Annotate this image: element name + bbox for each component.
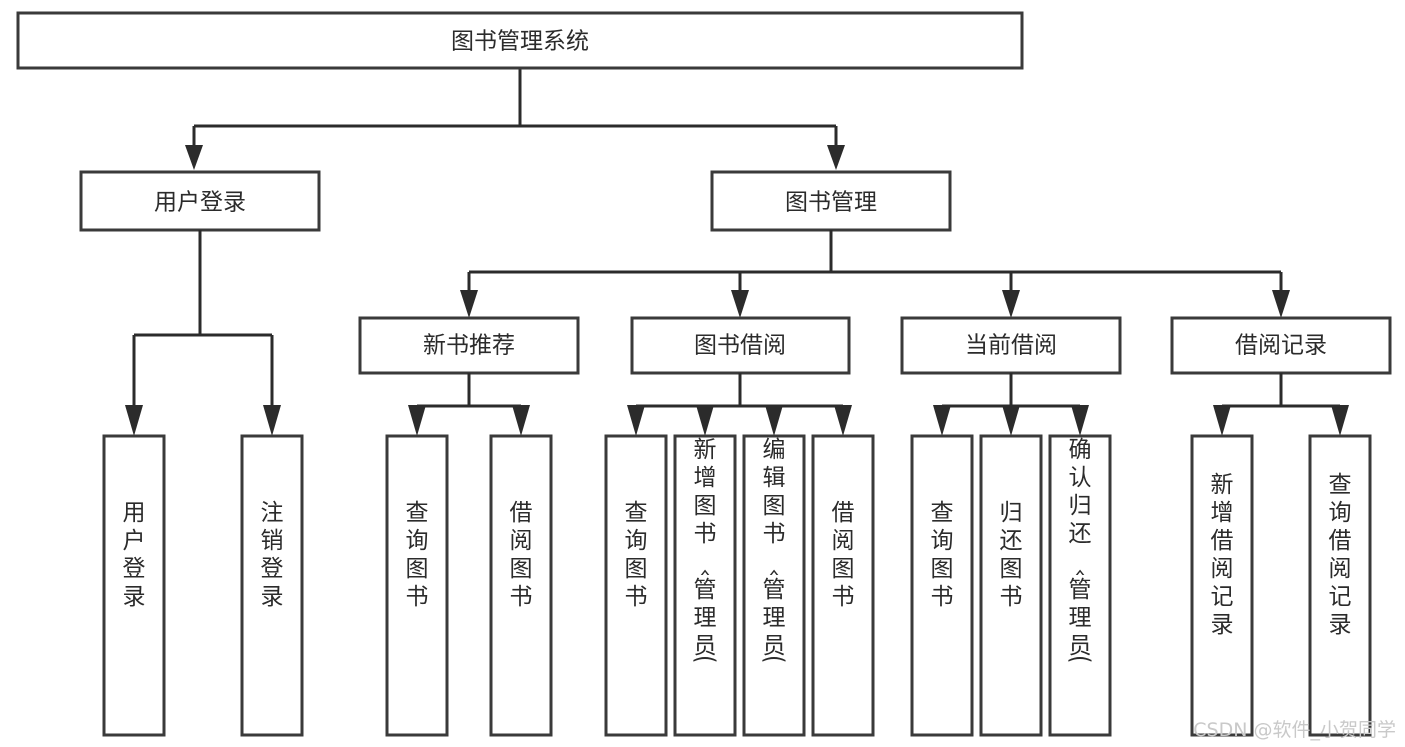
node-box bbox=[102, 434, 166, 737]
leaf-nbr-query-book[interactable]: 查询图书 bbox=[385, 434, 449, 737]
arrow-head-icon bbox=[731, 290, 749, 318]
arrow-head-icon bbox=[185, 145, 203, 170]
connectors-book-borrow-to-leaves bbox=[627, 373, 852, 436]
arrow-head-icon bbox=[1002, 405, 1020, 436]
leaf-cb-query-book[interactable]: 查询图书 bbox=[910, 434, 974, 737]
leaf-cb-return-book-label: 归还图书 bbox=[1000, 500, 1023, 610]
leaf-br-query-record-label: 查询借阅记录 bbox=[1329, 472, 1352, 638]
node-current-borrow-label: 当前借阅 bbox=[965, 333, 1057, 359]
leaf-bb-add-book-admin-label: 新增图书‸管理员⁀ bbox=[693, 437, 718, 688]
node-box bbox=[489, 434, 553, 737]
connectors-borrow-record-to-leaves bbox=[1213, 373, 1349, 436]
arrow-head-icon bbox=[263, 405, 281, 436]
node-borrow-record-label: 借阅记录 bbox=[1235, 333, 1327, 359]
node-box bbox=[604, 434, 668, 737]
arrow-head-icon bbox=[408, 405, 426, 436]
node-root-book-management-system[interactable]: 图书管理系统 bbox=[16, 11, 1024, 70]
arrow-head-icon bbox=[1272, 290, 1290, 318]
leaf-bb-edit-book-admin-label: 编辑图书‸管理员⁀ bbox=[762, 437, 787, 688]
connectors-root-to-level2 bbox=[185, 68, 845, 170]
node-book-management[interactable]: 图书管理 bbox=[710, 170, 952, 232]
leaf-br-add-record-label: 新增借阅记录 bbox=[1211, 472, 1234, 638]
node-box bbox=[1308, 434, 1372, 737]
arrow-head-icon bbox=[1331, 405, 1349, 436]
leaf-bb-borrow-book-label: 借阅图书 bbox=[832, 500, 855, 610]
node-box bbox=[630, 316, 851, 375]
csdn-watermark: CSDN @软件_小贺同学 bbox=[1193, 719, 1396, 741]
leaf-nbr-borrow-book[interactable]: 借阅图书 bbox=[489, 434, 553, 737]
arrow-head-icon bbox=[933, 405, 951, 436]
leaf-logout[interactable]: 注销登录 bbox=[240, 434, 304, 737]
node-box bbox=[742, 434, 806, 737]
node-borrow-record[interactable]: 借阅记录 bbox=[1170, 316, 1392, 375]
leaf-br-add-record[interactable]: 新增借阅记录 bbox=[1190, 434, 1254, 737]
connectors-user-login-to-leaves bbox=[125, 230, 281, 436]
arrow-head-icon bbox=[460, 290, 478, 318]
node-box bbox=[979, 434, 1043, 737]
node-box bbox=[811, 434, 875, 737]
node-box bbox=[385, 434, 449, 737]
leaf-nbr-query-book-label: 查询图书 bbox=[406, 500, 429, 610]
arrow-head-icon bbox=[512, 405, 530, 436]
leaf-cb-return-book[interactable]: 归还图书 bbox=[979, 434, 1043, 737]
node-new-book-recommend[interactable]: 新书推荐 bbox=[358, 316, 580, 375]
node-box bbox=[240, 434, 304, 737]
connectors-book-management-to-level3 bbox=[460, 230, 1290, 318]
leaf-bb-edit-book-admin[interactable]: 编辑图书‸管理员⁀ bbox=[742, 434, 806, 737]
leaf-bb-query-book[interactable]: 查询图书 bbox=[604, 434, 668, 737]
node-box bbox=[673, 434, 737, 737]
node-box bbox=[16, 11, 1024, 70]
leaf-cb-confirm-return-admin[interactable]: 确认归还‸管理员⁀ bbox=[1048, 434, 1112, 737]
node-box bbox=[358, 316, 580, 375]
node-user-login[interactable]: 用户登录 bbox=[79, 170, 321, 232]
arrow-head-icon bbox=[834, 405, 852, 436]
node-box bbox=[710, 170, 952, 232]
node-root-label: 图书管理系统 bbox=[451, 29, 589, 55]
arrow-head-icon bbox=[696, 405, 714, 436]
arrow-head-icon bbox=[1213, 405, 1231, 436]
node-box bbox=[910, 434, 974, 737]
leaf-bb-borrow-book[interactable]: 借阅图书 bbox=[811, 434, 875, 737]
node-book-management-label: 图书管理 bbox=[785, 190, 877, 216]
node-new-book-recommend-label: 新书推荐 bbox=[423, 333, 515, 359]
node-book-borrow[interactable]: 图书借阅 bbox=[630, 316, 851, 375]
node-book-borrow-label: 图书借阅 bbox=[694, 333, 786, 359]
arrow-head-icon bbox=[1071, 405, 1089, 436]
leaf-br-query-record[interactable]: 查询借阅记录 bbox=[1308, 434, 1372, 737]
leaf-cb-query-book-label: 查询图书 bbox=[931, 500, 954, 610]
node-box bbox=[1048, 434, 1112, 737]
connectors-current-borrow-to-leaves bbox=[933, 373, 1089, 436]
connectors-new-book-recommend-to-leaves bbox=[408, 373, 530, 436]
leaf-bb-query-book-label: 查询图书 bbox=[625, 500, 648, 610]
leaf-user-login-label: 用户登录 bbox=[123, 500, 146, 610]
leaf-cb-confirm-return-admin-label: 确认归还‸管理员⁀ bbox=[1068, 437, 1093, 688]
node-current-borrow[interactable]: 当前借阅 bbox=[900, 316, 1122, 375]
arrow-head-icon bbox=[627, 405, 645, 436]
leaf-user-login[interactable]: 用户登录 bbox=[102, 434, 166, 737]
arrow-head-icon bbox=[125, 405, 143, 436]
arrow-head-icon bbox=[765, 405, 783, 436]
arrow-head-icon bbox=[1002, 290, 1020, 318]
node-box bbox=[1170, 316, 1392, 375]
node-box bbox=[900, 316, 1122, 375]
node-user-login-label: 用户登录 bbox=[154, 190, 246, 216]
arrow-head-icon bbox=[827, 145, 845, 170]
leaf-nbr-borrow-book-label: 借阅图书 bbox=[510, 500, 533, 610]
leaf-bb-add-book-admin[interactable]: 新增图书‸管理员⁀ bbox=[673, 434, 737, 737]
leaf-logout-label: 注销登录 bbox=[261, 500, 284, 610]
node-box bbox=[1190, 434, 1254, 737]
